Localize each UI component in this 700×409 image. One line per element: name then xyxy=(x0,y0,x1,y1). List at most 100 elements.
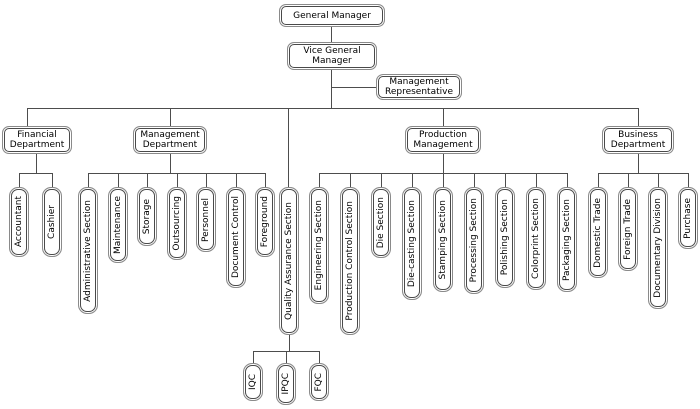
node-label-production-control-section: Production Control Section xyxy=(345,201,355,321)
node-management-representative[interactable]: Management Representative xyxy=(376,74,462,100)
node-colorprint-section[interactable]: Colorprint Section xyxy=(526,187,546,290)
connector-management-drop-5 xyxy=(206,173,207,187)
connector-production-drop-8 xyxy=(536,173,537,187)
node-label-colorprint-section: Colorprint Section xyxy=(531,198,541,279)
node-label-engineering-section: Engineering Section xyxy=(314,200,324,291)
connector-management-stem xyxy=(170,154,171,173)
node-label-vice-general-manager: Vice General Manager xyxy=(303,46,361,66)
connector-business-drop-2 xyxy=(628,173,629,187)
connector-quality-drop-fqc xyxy=(319,351,320,363)
node-die-casting-section[interactable]: Die-casting Section xyxy=(402,187,422,300)
connector-quality-stem xyxy=(289,335,290,351)
node-fqc[interactable]: FQC xyxy=(309,363,329,401)
node-label-packaging-section: Packaging Section xyxy=(562,198,572,281)
node-production-control-section[interactable]: Production Control Section xyxy=(340,187,360,335)
connector-business-drop-3 xyxy=(658,173,659,187)
node-label-quality-assurance-section: Quality Assurance Section xyxy=(284,202,294,320)
node-label-domestic-trade: Domestic Trade xyxy=(593,197,603,268)
connector-production-drop-5 xyxy=(443,173,444,187)
node-label-production-management: Production Management xyxy=(413,130,473,150)
node-label-processing-section: Processing Section xyxy=(469,198,479,283)
connector-business-drop-1 xyxy=(598,173,599,187)
connector-management-drop-6 xyxy=(236,173,237,187)
node-business-department[interactable]: Business Department xyxy=(602,126,674,154)
connector-production-drop-4 xyxy=(412,173,413,187)
connector-management-drop-4 xyxy=(177,173,178,187)
node-domestic-trade[interactable]: Domestic Trade xyxy=(588,187,608,278)
node-polishing-section[interactable]: Polishing Section xyxy=(495,187,515,288)
node-label-stamping-section: Stamping Section xyxy=(438,199,448,280)
node-documentary-division[interactable]: Documentary Division xyxy=(648,187,668,309)
connector-production-drop-7 xyxy=(505,173,506,187)
connector-drop-management xyxy=(170,108,171,126)
node-accountant[interactable]: Accountant xyxy=(9,187,29,257)
connector-quality-drop-ipqc xyxy=(286,351,287,363)
node-document-control[interactable]: Document Control xyxy=(226,187,246,288)
connector-drop-business xyxy=(638,108,639,126)
connector-business-stem xyxy=(638,154,639,173)
node-maintenance[interactable]: Maintenance xyxy=(108,187,128,263)
node-label-foreground: Foreground xyxy=(260,196,270,248)
node-label-outsourcing: Outsourcing xyxy=(172,196,182,251)
connector-financial-stem xyxy=(36,154,37,173)
node-label-administrative-section: Administrative Section xyxy=(83,199,93,302)
connector-financial-drop-cashier xyxy=(52,173,53,187)
connector-business-bus xyxy=(598,173,688,174)
node-general-manager[interactable]: General Manager xyxy=(279,4,385,27)
connector-management-bus xyxy=(88,173,265,174)
connector-main-bus xyxy=(27,108,638,109)
connector-management-drop-7 xyxy=(265,173,266,187)
node-label-cashier: Cashier xyxy=(47,205,57,239)
node-management-department[interactable]: Management Department xyxy=(133,126,207,154)
node-quality-assurance-section[interactable]: Quality Assurance Section xyxy=(279,187,299,335)
node-production-management[interactable]: Production Management xyxy=(405,126,481,154)
node-financial-department[interactable]: Financial Department xyxy=(2,126,72,154)
node-vice-general-manager[interactable]: Vice General Manager xyxy=(287,42,377,70)
node-label-management-department: Management Department xyxy=(140,130,200,150)
node-iqc[interactable]: IQC xyxy=(243,363,263,401)
node-label-accountant: Accountant xyxy=(14,196,24,248)
connector-drop-quality xyxy=(288,108,289,187)
node-label-die-section: Die Section xyxy=(376,196,386,249)
connector-quality-drop-iqc xyxy=(253,351,254,363)
connector-financial-bus xyxy=(19,173,52,174)
connector-gm-to-vgm xyxy=(331,27,332,42)
node-purchase[interactable]: Purchase xyxy=(678,187,698,249)
node-label-die-casting-section: Die-casting Section xyxy=(407,199,417,288)
node-engineering-section[interactable]: Engineering Section xyxy=(309,187,329,304)
node-cashier[interactable]: Cashier xyxy=(42,187,62,257)
node-ipqc[interactable]: IPQC xyxy=(276,363,296,405)
node-label-management-representative: Management Representative xyxy=(384,77,453,97)
node-packaging-section[interactable]: Packaging Section xyxy=(557,187,577,292)
connector-production-drop-1 xyxy=(319,173,320,187)
node-foreign-trade[interactable]: Foreign Trade xyxy=(618,187,638,271)
node-processing-section[interactable]: Processing Section xyxy=(464,187,484,294)
connector-financial-drop-accountant xyxy=(19,173,20,187)
node-label-fqc: FQC xyxy=(314,372,324,392)
connector-management-drop-1 xyxy=(88,173,89,187)
node-label-general-manager: General Manager xyxy=(293,10,371,21)
node-storage[interactable]: Storage xyxy=(137,187,157,246)
node-label-purchase: Purchase xyxy=(683,197,693,239)
connector-production-drop-6 xyxy=(474,173,475,187)
node-administrative-section[interactable]: Administrative Section xyxy=(78,187,98,314)
node-personnel[interactable]: Personnel xyxy=(196,187,216,252)
connector-drop-production xyxy=(443,108,444,126)
node-foreground[interactable]: Foreground xyxy=(255,187,275,257)
node-label-document-control: Document Control xyxy=(231,196,241,279)
node-stamping-section[interactable]: Stamping Section xyxy=(433,187,453,292)
node-label-financial-department: Financial Department xyxy=(9,130,65,150)
node-label-polishing-section: Polishing Section xyxy=(500,199,510,276)
connector-production-drop-9 xyxy=(567,173,568,187)
node-die-section[interactable]: Die Section xyxy=(371,187,391,258)
node-label-foreign-trade: Foreign Trade xyxy=(623,198,633,260)
node-label-personnel: Personnel xyxy=(201,197,211,242)
connector-management-drop-2 xyxy=(118,173,119,187)
node-outsourcing[interactable]: Outsourcing xyxy=(167,187,187,260)
connector-vgm-drop-to-bus xyxy=(331,70,332,108)
connector-mgmt-rep-connector xyxy=(331,87,376,88)
node-label-business-department: Business Department xyxy=(610,130,666,150)
node-label-iqc: IQC xyxy=(248,373,258,391)
connector-drop-financial xyxy=(27,108,28,126)
